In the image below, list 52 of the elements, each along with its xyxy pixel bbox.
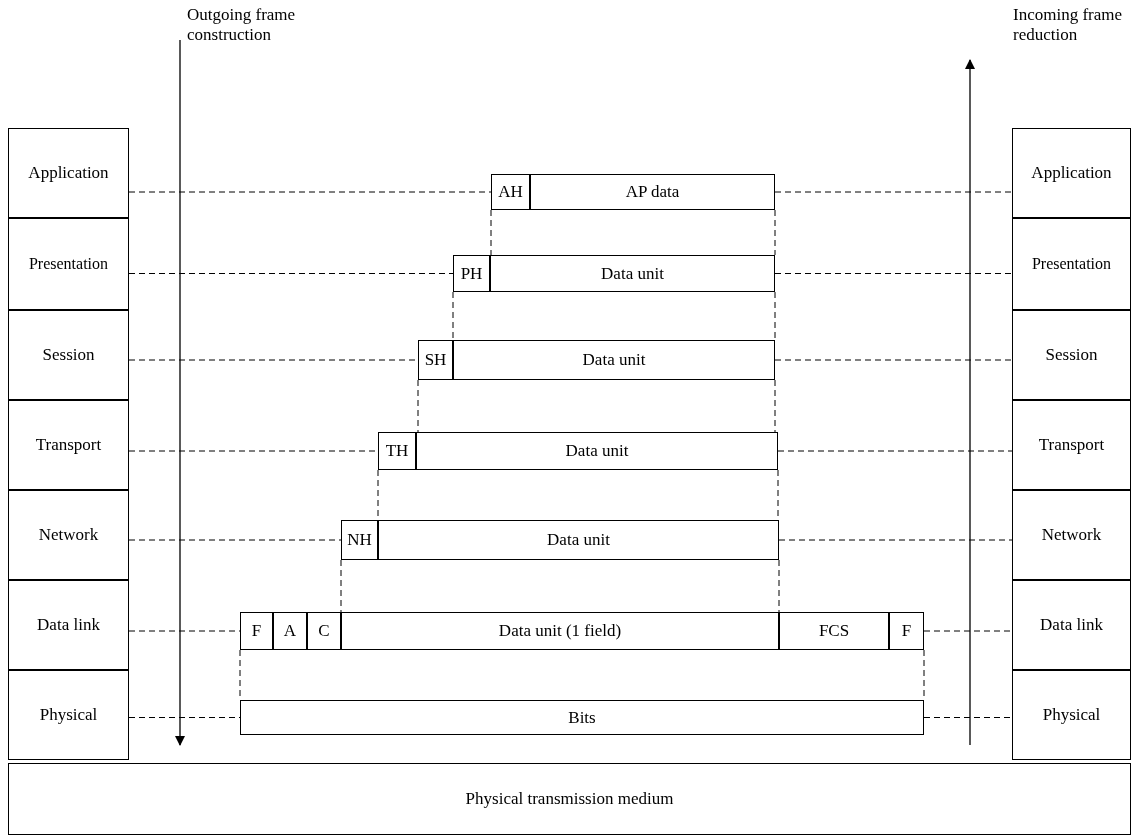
frame-field: NH <box>341 520 378 560</box>
layer-box: Physical <box>1012 670 1131 760</box>
medium-box: Physical transmission medium <box>8 763 1131 835</box>
frame-field: AH <box>491 174 530 210</box>
connector-line <box>417 379 419 433</box>
connector-line <box>774 191 1013 193</box>
connector-line <box>774 359 1013 361</box>
connector-line <box>128 191 492 193</box>
connector-line <box>774 379 776 433</box>
frame-field: Data unit (1 field) <box>341 612 779 650</box>
connector-line <box>774 291 776 341</box>
connector-line <box>128 273 454 274</box>
frame-field: Bits <box>240 700 924 735</box>
layer-box: Session <box>8 310 129 400</box>
layer-box: Session <box>1012 310 1131 400</box>
connector-line <box>778 559 780 613</box>
connector-line <box>778 539 1013 541</box>
frame-field: Data unit <box>490 255 775 292</box>
connector-line <box>923 717 1013 718</box>
frame-field: C <box>307 612 341 650</box>
frame-field: Data unit <box>378 520 779 560</box>
frame-field: TH <box>378 432 416 470</box>
layer-box: Network <box>8 490 129 580</box>
connector-line <box>774 209 776 256</box>
frame-field: PH <box>453 255 490 292</box>
frame-field: F <box>889 612 924 650</box>
layer-box: Network <box>1012 490 1131 580</box>
connector-line <box>490 209 492 256</box>
layer-box: Data link <box>1012 580 1131 670</box>
layer-box: Transport <box>1012 400 1131 490</box>
layer-box: Application <box>8 128 129 218</box>
layer-box: Presentation <box>8 218 129 310</box>
frame-field: Data unit <box>416 432 778 470</box>
connector-line <box>923 630 1013 632</box>
connector-line <box>340 559 342 613</box>
frame-field: Data unit <box>453 340 775 380</box>
connector-line <box>128 539 342 541</box>
frame-field: SH <box>418 340 453 380</box>
direction-label: Incoming frame reduction <box>1013 5 1124 45</box>
direction-label: Outgoing frame construction <box>187 5 297 45</box>
frame-field: F <box>240 612 273 650</box>
frame-field: A <box>273 612 307 650</box>
frame-field: AP data <box>530 174 775 210</box>
layer-box: Transport <box>8 400 129 490</box>
layer-box: Physical <box>8 670 129 760</box>
layer-box: Presentation <box>1012 218 1131 310</box>
layer-box: Application <box>1012 128 1131 218</box>
connector-line <box>774 273 1013 274</box>
connector-line <box>777 450 1013 452</box>
layer-box: Data link <box>8 580 129 670</box>
connector-line <box>452 291 454 341</box>
frame-field: FCS <box>779 612 889 650</box>
